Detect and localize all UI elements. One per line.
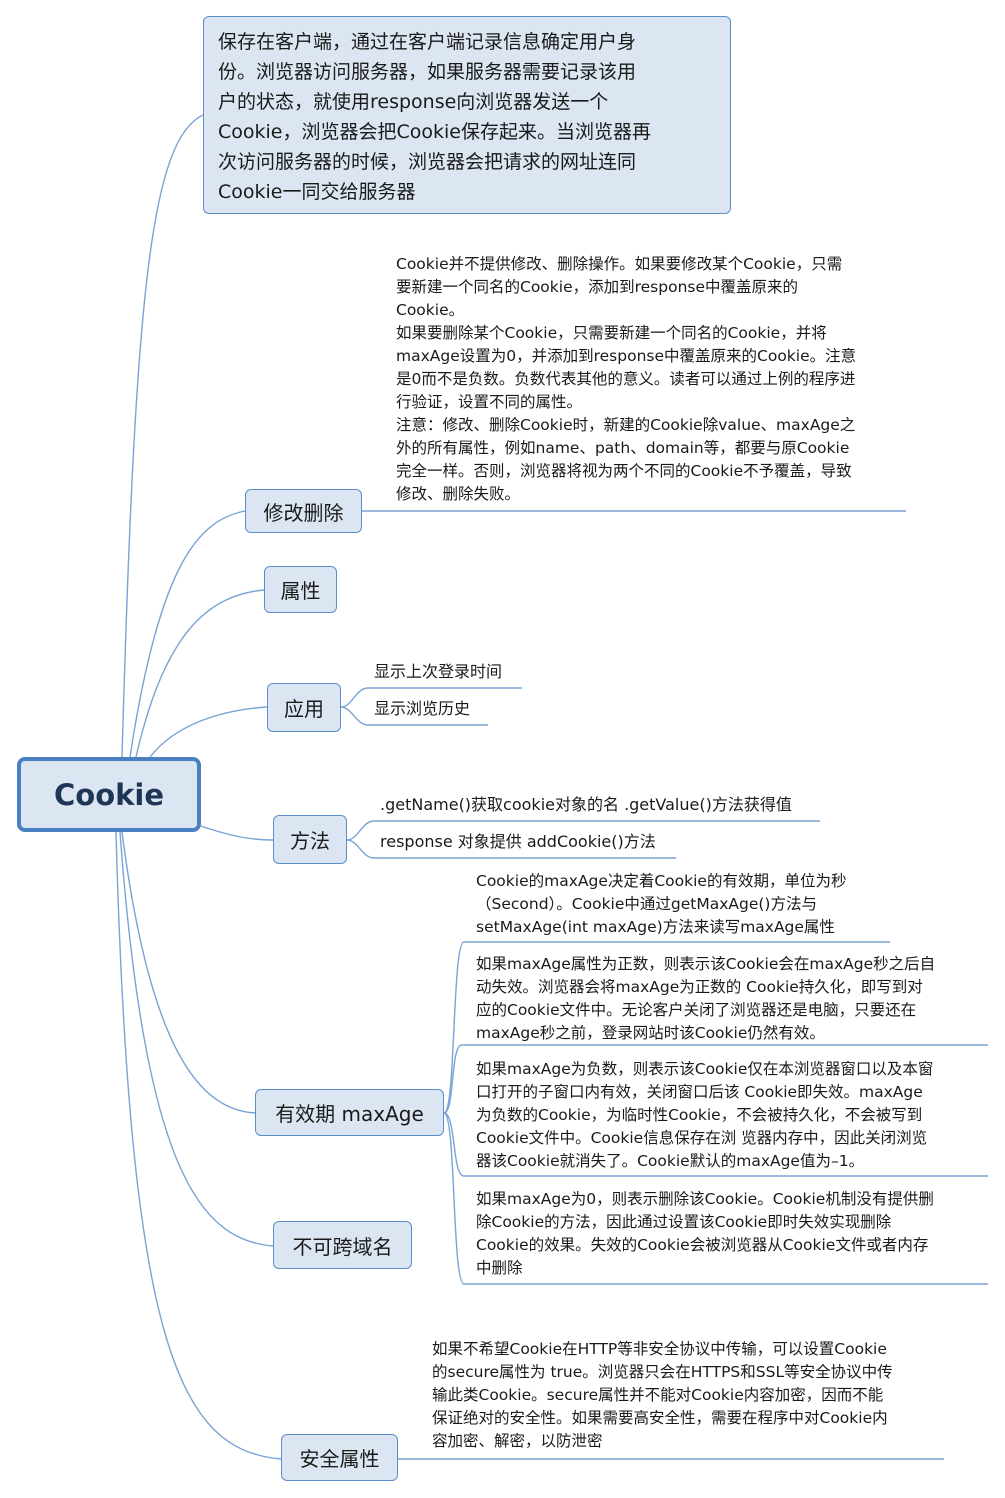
- root-node-cookie[interactable]: Cookie: [17, 757, 201, 832]
- modify-note: Cookie并不提供修改、删除操作。如果要修改某个Cookie，只需 要新建一个…: [396, 255, 857, 503]
- topic-security[interactable]: 安全属性: [281, 1434, 398, 1481]
- leaf-getname-getvalue[interactable]: .getName()获取cookie对象的名 .getValue()方法获得值: [380, 795, 792, 814]
- leaf-addcookie[interactable]: response 对象提供 addCookie()方法: [380, 832, 656, 851]
- topic-attributes[interactable]: 属性: [264, 566, 337, 613]
- security-note: 如果不希望Cookie在HTTP等非安全协议中传输，可以设置Cookie 的se…: [432, 1340, 893, 1450]
- maxage-note-2: 如果maxAge属性为正数，则表示该Cookie会在maxAge秒之后自 动失效…: [476, 955, 936, 1042]
- definition-bubble[interactable]: 保存在客户端，通过在客户端记录信息确定用户身 份。浏览器访问服务器，如果服务器需…: [203, 16, 731, 214]
- topic-cross-domain[interactable]: 不可跨域名: [273, 1221, 412, 1269]
- topic-modify-delete[interactable]: 修改删除: [245, 489, 362, 533]
- topic-methods[interactable]: 方法: [273, 815, 347, 864]
- topic-maxage[interactable]: 有效期 maxAge: [255, 1089, 444, 1136]
- maxage-note-1: Cookie的maxAge决定着Cookie的有效期，单位为秒 （Second）…: [476, 872, 847, 936]
- maxage-note-3: 如果maxAge为负数，则表示该Cookie仅在本浏览器窗口以及本窗 口打开的子…: [476, 1060, 934, 1170]
- maxage-note-4: 如果maxAge为0，则表示删除该Cookie。Cookie机制没有提供删 除C…: [476, 1190, 934, 1277]
- leaf-last-login[interactable]: 显示上次登录时间: [374, 662, 503, 681]
- topic-application[interactable]: 应用: [267, 683, 341, 732]
- leaf-browse-history[interactable]: 显示浏览历史: [374, 699, 471, 718]
